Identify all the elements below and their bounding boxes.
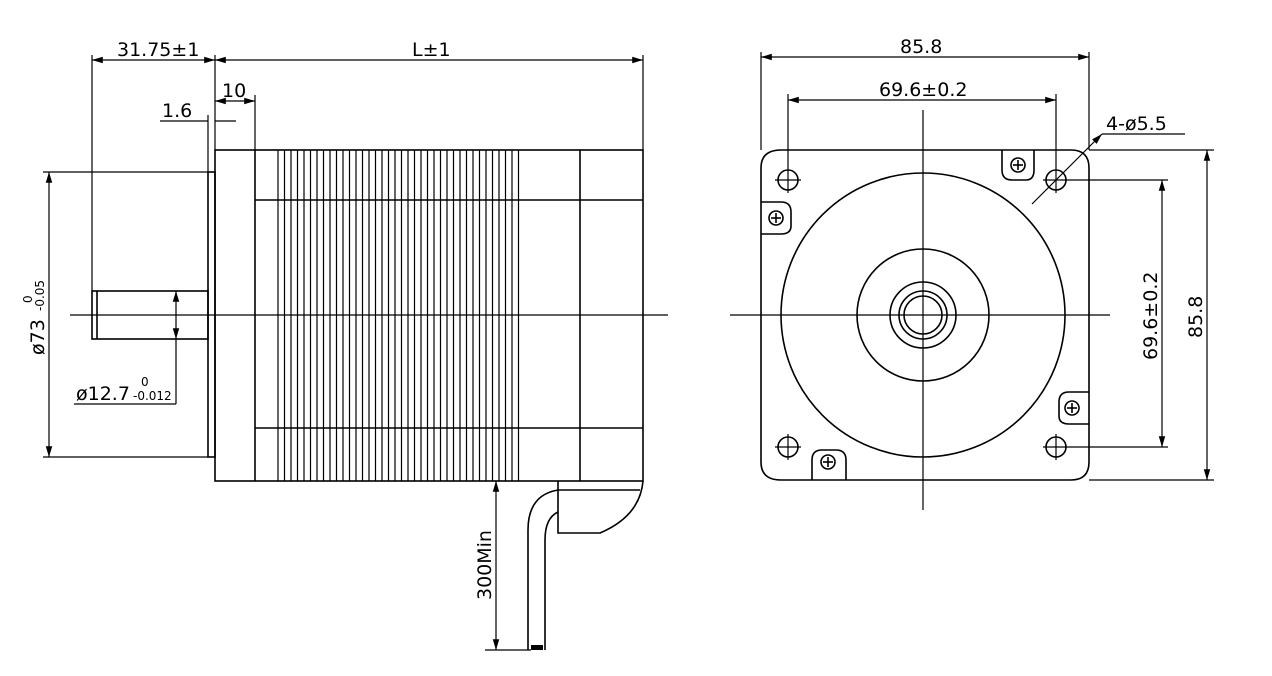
- pilot-circle: [856, 248, 990, 382]
- mounting-hole: [1043, 434, 1069, 460]
- mounting-holes: [775, 167, 1069, 460]
- screw: [1058, 391, 1089, 425]
- front-height-label: 85.8: [1185, 296, 1207, 338]
- dim-shaft-diameter: ø12.7 0 -0.012: [74, 291, 180, 405]
- lead-length-label: 300Min: [474, 530, 496, 600]
- front-view: 85.8 69.6±0.2 4-ø5.5 69.6±0.2 85.8: [730, 36, 1214, 510]
- dim-pilot-diameter: ø73 0 -0.05: [21, 171, 208, 458]
- pilot-diameter-label: ø73: [27, 319, 49, 355]
- side-view: 31.75±1 L±1 10 1.6 ø73 0: [21, 39, 668, 651]
- motor-body: [214, 149, 644, 482]
- dim-lead-length: 300Min: [474, 481, 531, 651]
- bearing-inner: [898, 290, 948, 340]
- dim-flange-thickness: 1.6: [160, 100, 236, 172]
- cooling-fins: [277, 150, 520, 481]
- flange-thickness-label: 1.6: [162, 100, 192, 122]
- screw: [1001, 150, 1035, 181]
- dim-hole-spacing-h: 69.6±0.2: [787, 79, 1057, 167]
- dim-shaft-length: 31.75±1: [91, 39, 216, 291]
- housing-circle: [780, 172, 1066, 458]
- front-plate: [760, 149, 1090, 481]
- dim-hole-spacing-v: 69.6±0.2: [1069, 179, 1168, 448]
- screw: [761, 201, 792, 235]
- bearing-outer: [889, 281, 957, 349]
- body-length-label: L±1: [412, 39, 451, 61]
- lead-cable: [527, 480, 644, 650]
- hole-spacing-v-label: 69.6±0.2: [1140, 272, 1162, 360]
- pilot-offset-label: 10: [222, 80, 246, 102]
- front-width-label: 85.8: [900, 36, 942, 58]
- dim-body-length: L±1: [215, 39, 644, 150]
- pilot-tol-upper: 0: [21, 295, 35, 303]
- shaft-diameter-label: ø12.7: [76, 383, 130, 405]
- hole-spacing-h-label: 69.6±0.2: [879, 79, 967, 101]
- dim-hole-callout: 4-ø5.5: [1031, 113, 1185, 205]
- dim-front-height: 85.8: [1089, 149, 1214, 481]
- shaft-tol-upper: 0: [141, 375, 149, 389]
- mounting-hole: [775, 434, 801, 460]
- hole-spec-label: 4-ø5.5: [1106, 113, 1167, 135]
- dim-pilot-offset: 10: [215, 80, 256, 150]
- screw: [811, 449, 847, 480]
- screws: [761, 150, 1089, 480]
- mounting-hole: [775, 167, 801, 193]
- shaft-end: [903, 295, 943, 335]
- pilot-tol-lower: -0.05: [33, 280, 47, 311]
- shaft-length-label: 31.75±1: [117, 39, 199, 61]
- dim-front-width: 85.8: [760, 36, 1090, 150]
- shaft-tol-lower: -0.012: [133, 389, 172, 403]
